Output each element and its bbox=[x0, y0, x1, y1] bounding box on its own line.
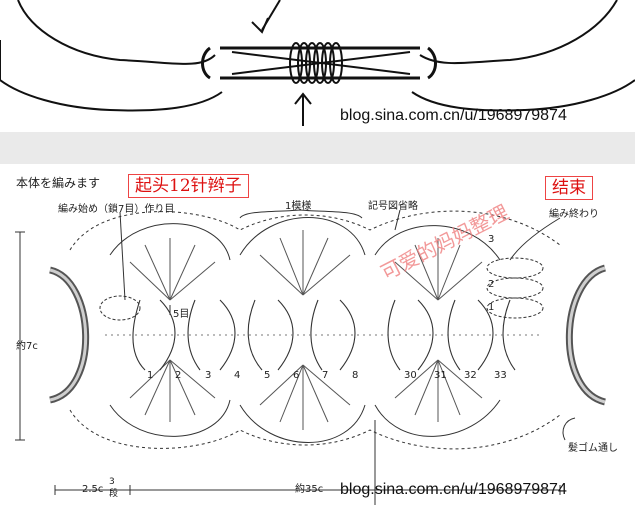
column-number: 3 bbox=[205, 370, 212, 381]
label-start: 編み始め（鎖7目）作り目 bbox=[58, 204, 175, 215]
row-mark: 3 bbox=[488, 234, 495, 245]
top-fans bbox=[109, 217, 501, 261]
label-width-total: 約35c bbox=[295, 484, 324, 495]
column-number: 5 bbox=[264, 370, 271, 381]
column-number: 32 bbox=[464, 370, 477, 381]
label-abbrev: 記号図省略 bbox=[368, 201, 418, 212]
label-repeat: 1模様 bbox=[285, 201, 312, 212]
watermark-bottom: blog.sina.com.cn/u/1968979874 bbox=[340, 481, 567, 498]
column-number: 2 bbox=[175, 370, 182, 381]
label-height: 約7c bbox=[16, 341, 38, 352]
section-divider bbox=[0, 132, 635, 164]
stamp-end: 结束 bbox=[545, 176, 593, 201]
label-end: 編み終わり bbox=[549, 209, 599, 220]
stamp-start: 起头12针辫子 bbox=[128, 174, 249, 199]
bottom-fans bbox=[109, 399, 501, 443]
column-number: 4 bbox=[234, 370, 241, 381]
column-number: 1 bbox=[147, 370, 154, 381]
column-number: 33 bbox=[494, 370, 507, 381]
column-number: 6 bbox=[293, 370, 300, 381]
row-mark: 1 bbox=[488, 302, 495, 313]
column-number: 30 bbox=[404, 370, 417, 381]
row-mark: 2 bbox=[488, 279, 495, 290]
crochet-chart bbox=[15, 209, 607, 505]
label-width-left-sub-top: 3 bbox=[109, 477, 115, 487]
label-5-stitches: 5目 bbox=[173, 309, 190, 320]
column-number: 8 bbox=[352, 370, 359, 381]
central-loops bbox=[132, 299, 516, 371]
label-hair-tie: 髪ゴム通し bbox=[568, 443, 618, 454]
bow-illustration bbox=[0, 0, 635, 126]
column-number: 31 bbox=[434, 370, 447, 381]
label-width-left: 2.5c bbox=[82, 484, 104, 495]
watermark-top: blog.sina.com.cn/u/1968979874 bbox=[340, 107, 567, 124]
column-number: 7 bbox=[322, 370, 329, 381]
label-width-left-sub-bottom: 段 bbox=[109, 489, 119, 499]
section-title: 本体を編みます bbox=[16, 176, 101, 190]
